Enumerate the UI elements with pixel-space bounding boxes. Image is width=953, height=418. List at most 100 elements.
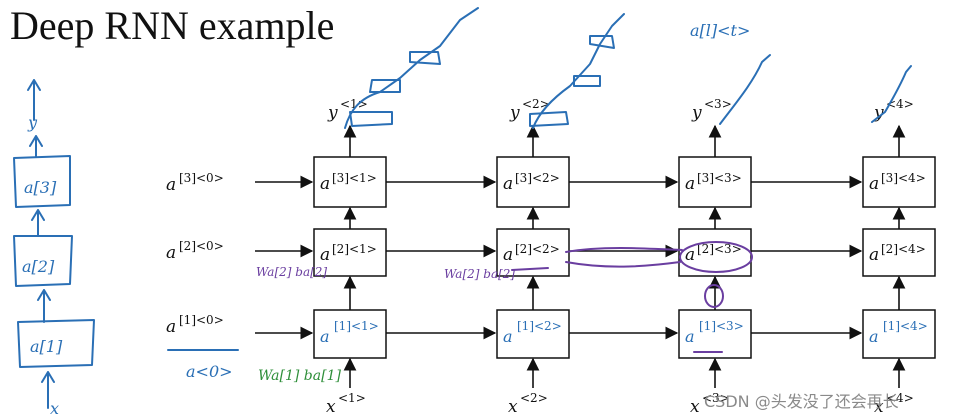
init-1-a: a xyxy=(166,317,176,337)
cell-a: a xyxy=(503,327,513,346)
input-2: x <2> xyxy=(508,391,548,417)
cell-3-3: a [3]<3> xyxy=(678,156,752,208)
a0-note: a<0> xyxy=(186,362,233,381)
init-2-a: a xyxy=(166,243,176,263)
init-label-1: a [1]<0> xyxy=(166,313,224,337)
cell-a: a xyxy=(320,174,330,194)
a0-text: a<0> xyxy=(186,362,233,381)
purple-link xyxy=(565,247,683,268)
scribble-out-2 xyxy=(532,13,625,129)
purple-notes: Wa[2] ba[2] Wa[2] ba[2] xyxy=(256,241,753,353)
input-x: x xyxy=(508,397,518,417)
cell-a: a xyxy=(869,327,879,346)
cell-box xyxy=(678,156,752,208)
cell-sup: [3]<2> xyxy=(515,171,560,185)
top-note-text: a[l]<t> xyxy=(690,21,750,40)
output-y: y xyxy=(873,103,884,123)
cell-sup: [1]<4> xyxy=(883,319,928,333)
output-2: y <2> xyxy=(509,97,550,123)
watermark: CSDN @头发没了还会再长 xyxy=(704,392,899,411)
cell-a: a xyxy=(320,245,330,265)
output-y: y xyxy=(327,103,338,123)
cell-box xyxy=(313,228,387,277)
purple-ring xyxy=(704,284,724,308)
output-y: y xyxy=(509,103,520,123)
cell-1-4: a [1]<4> xyxy=(862,309,936,359)
left-stack-a2: a[2] xyxy=(22,257,55,276)
input-4: x <4> xyxy=(874,391,914,417)
left-stack-x: x xyxy=(50,399,59,418)
init-3-a: a xyxy=(166,175,176,195)
output-sup: <3> xyxy=(704,97,732,111)
cell-a: a xyxy=(869,245,879,265)
left-stack-box-3 xyxy=(13,155,71,208)
cell-a: a xyxy=(685,245,695,265)
purple-note-1: Wa[2] ba[2] xyxy=(256,265,327,279)
purple-underline-1 xyxy=(511,267,549,271)
cell-sup: [3]<1> xyxy=(332,171,377,185)
scribble-out-3 xyxy=(719,54,771,125)
left-stack-box-2 xyxy=(13,235,73,287)
page-title: Deep RNN example xyxy=(10,3,335,48)
cell-sup: [2]<1> xyxy=(332,242,377,256)
cell-a: a xyxy=(503,245,513,265)
horizontal-arrows xyxy=(386,175,863,340)
input-x: x xyxy=(690,397,700,417)
scribble-out-2b xyxy=(529,35,615,127)
cell-1-1: a [1]<1> xyxy=(313,309,387,359)
output-y: y xyxy=(691,103,702,123)
cell-2-1: a [2]<1> xyxy=(313,228,387,277)
output-sup: <2> xyxy=(522,97,550,111)
purple-ellipse-a3 xyxy=(679,241,753,273)
left-stack-a1: a[1] xyxy=(30,337,63,356)
cell-box xyxy=(313,309,387,359)
input-sup: <1> xyxy=(338,391,366,405)
blue-scribbles xyxy=(167,7,912,351)
scribble-out-1c xyxy=(369,51,441,93)
input-sup: <2> xyxy=(520,391,548,405)
cell-3-4: a [3]<4> xyxy=(862,156,936,208)
input-x: x xyxy=(326,397,336,417)
cell-sup: [1]<1> xyxy=(334,319,379,333)
cell-sup: [2]<2> xyxy=(515,242,560,256)
cell-sup: [1]<2> xyxy=(517,319,562,333)
cell-sup: [2]<3> xyxy=(697,242,742,256)
cell-sup: [1]<3> xyxy=(699,319,744,333)
cell-box xyxy=(862,309,936,359)
left-stack-arrow-top xyxy=(27,79,41,121)
input-1: x <1> xyxy=(326,391,366,417)
cell-sup: [2]<4> xyxy=(881,242,926,256)
green-note-text: Wa[1] ba[1] xyxy=(258,368,341,384)
output-4: y <4> xyxy=(873,97,914,123)
vertical-arrows xyxy=(343,124,906,388)
cell-a: a xyxy=(320,327,330,346)
init-3-sup: [3]<0> xyxy=(179,171,224,185)
cell-sup: [3]<3> xyxy=(697,171,742,185)
green-note: Wa[1] ba[1] xyxy=(258,368,341,384)
cell-a: a xyxy=(685,174,695,194)
cell-1-2: a [1]<2> xyxy=(496,309,570,359)
top-note: a[l]<t> xyxy=(690,21,750,40)
left-stack: y a[3] a[2] a[1] x xyxy=(13,79,95,418)
scribble-out-1b xyxy=(349,111,393,127)
input-3: x <3> xyxy=(690,391,730,417)
cell-1-3: a [1]<3> xyxy=(678,309,752,359)
init-label-2: a [2]<0> xyxy=(166,239,224,263)
output-sup: <4> xyxy=(886,97,914,111)
output-1: y <1> xyxy=(327,97,368,123)
output-3: y <3> xyxy=(691,97,732,123)
cell-3-2: a [3]<2> xyxy=(496,156,570,208)
init-2-sup: [2]<0> xyxy=(179,239,224,253)
cell-sup: [3]<4> xyxy=(881,171,926,185)
cell-3-1: a [3]<1> xyxy=(313,156,387,208)
input-sup: <3> xyxy=(702,391,730,405)
init-label-3: a [3]<0> xyxy=(166,171,224,195)
cell-2-4: a [2]<4> xyxy=(862,228,936,277)
input-sup: <4> xyxy=(886,391,914,405)
left-stack-a3: a[3] xyxy=(24,178,57,197)
init-1-sup: [1]<0> xyxy=(179,313,224,327)
input-x: x xyxy=(874,397,884,417)
cell-a: a xyxy=(503,174,513,194)
cell-box xyxy=(678,309,752,359)
